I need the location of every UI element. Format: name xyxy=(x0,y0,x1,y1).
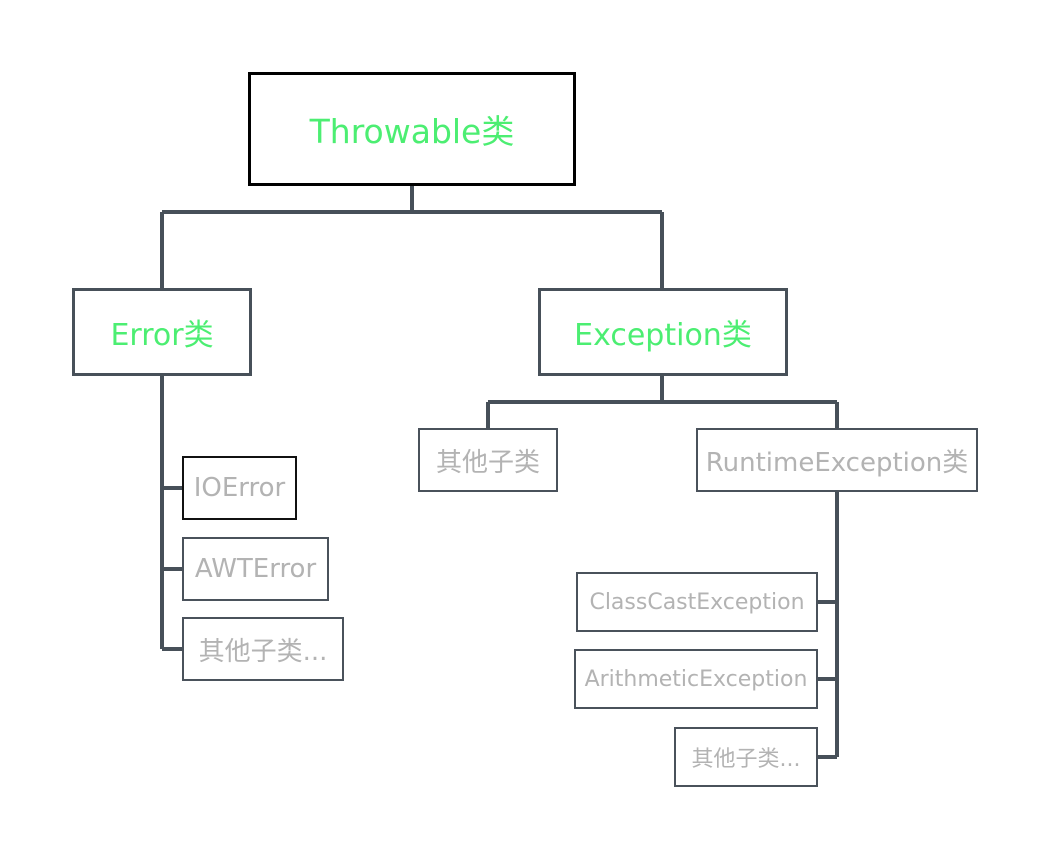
node-runtime-exception-label: RuntimeException类 xyxy=(705,447,969,478)
edge-throwable-children xyxy=(160,184,664,290)
node-error-other: 其他子类... xyxy=(182,617,344,681)
node-exception-label: Exception类 xyxy=(574,318,752,353)
node-awterror: AWTError xyxy=(182,537,329,601)
node-arithmetic-exception-label: ArithmeticException xyxy=(584,666,808,692)
edge-exception-children xyxy=(486,374,839,430)
node-error: Error类 xyxy=(72,288,252,376)
node-throwable-label: Throwable类 xyxy=(309,112,515,151)
node-exception-other-label: 其他子类 xyxy=(435,447,540,478)
edge-runtime-children xyxy=(817,492,839,759)
node-error-label: Error类 xyxy=(110,318,214,353)
node-class-cast-exception-label: ClassCastException xyxy=(589,589,805,615)
node-ioerror-label: IOError xyxy=(193,473,286,503)
node-runtime-other-label: 其他子类... xyxy=(691,747,801,772)
node-throwable: Throwable类 xyxy=(248,72,576,186)
node-exception: Exception类 xyxy=(538,288,788,376)
node-awterror-label: AWTError xyxy=(194,554,317,584)
node-runtime-exception: RuntimeException类 xyxy=(696,428,978,492)
node-exception-other: 其他子类 xyxy=(418,428,558,492)
node-class-cast-exception: ClassCastException xyxy=(576,572,818,632)
edge-error-children xyxy=(160,374,184,651)
node-arithmetic-exception: ArithmeticException xyxy=(574,649,818,709)
node-ioerror: IOError xyxy=(182,456,297,520)
node-runtime-other: 其他子类... xyxy=(674,727,818,787)
node-error-other-label: 其他子类... xyxy=(198,636,328,667)
